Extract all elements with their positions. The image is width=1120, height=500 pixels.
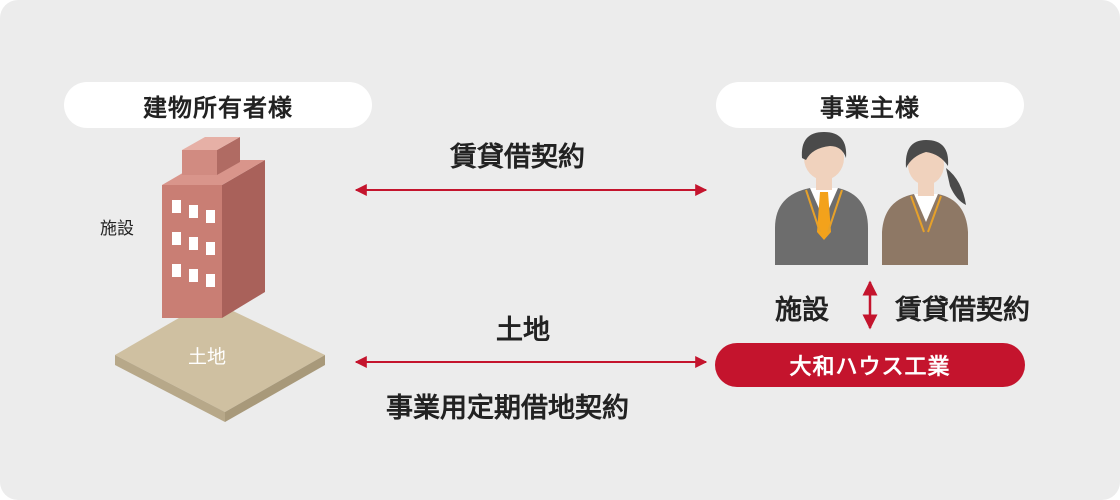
operator-label: 事業主様: [716, 82, 1024, 128]
facility-lease-right-label: 賃貸借契約: [895, 295, 1030, 326]
lease-contract-label: 賃貸借契約: [450, 142, 585, 173]
brand-name: 大和ハウス工業: [789, 355, 951, 380]
land-plot-icon: [115, 300, 325, 422]
owner-label-text: 建物所有者様: [143, 93, 293, 122]
businesswoman-icon: [882, 140, 968, 265]
land-contract-label: 事業用定期借地契約: [386, 393, 629, 424]
building-icon: [162, 137, 265, 318]
brand-badge: 大和ハウス工業: [715, 343, 1025, 387]
owner-label: 建物所有者様: [64, 82, 372, 128]
operator-label-text: 事業主様: [820, 93, 920, 122]
land-contract-top-label: 土地: [496, 315, 550, 346]
land-label: 土地: [188, 346, 227, 368]
facility-lease-left-label: 施設: [775, 295, 829, 326]
businessman-icon: [775, 132, 868, 265]
facility-label: 施設: [100, 219, 134, 239]
